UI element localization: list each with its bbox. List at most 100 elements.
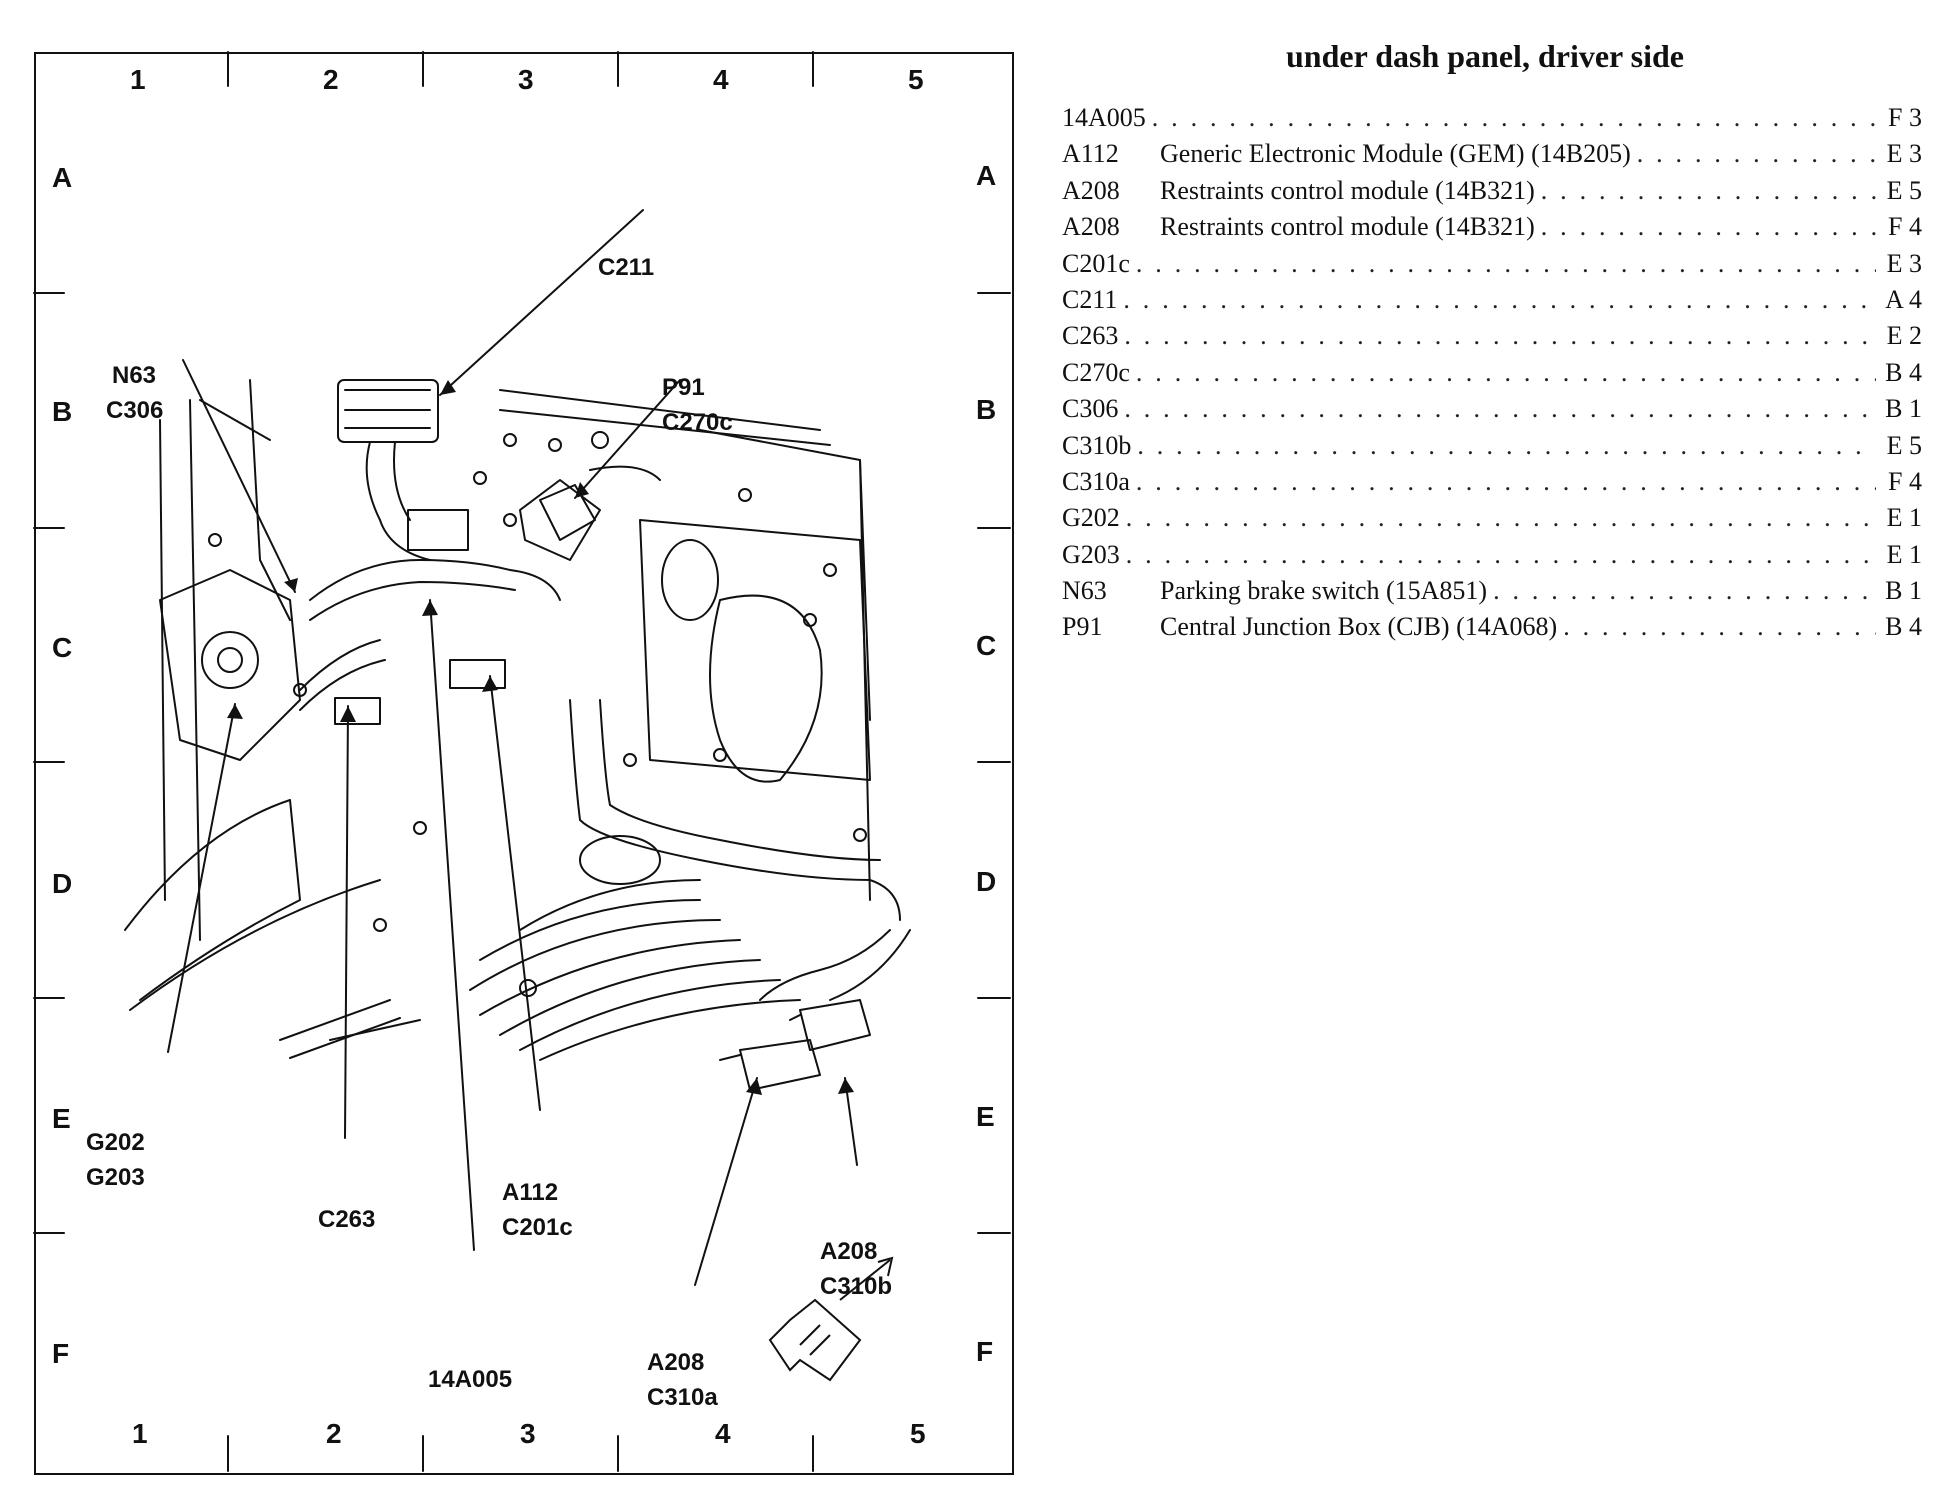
legend-row: A208 Restraints control module (14B321) E …	[1062, 176, 1922, 212]
legend-grid-location: B 4	[1885, 612, 1922, 642]
legend-leader-dots	[1136, 358, 1876, 388]
grid-col-label: 4	[713, 64, 729, 95]
legend-leader-dots	[1124, 321, 1876, 351]
page-title: under dash panel, driver side	[1285, 38, 1684, 74]
grid-col-label: 2	[326, 1418, 342, 1449]
legend-leader-dots	[1563, 612, 1876, 642]
legend-code: C310a	[1062, 466, 1130, 496]
grid-row-label: C	[52, 632, 73, 663]
grid-row-label: F	[52, 1338, 70, 1369]
grid-col-label: 1	[130, 64, 146, 95]
legend-description: Restraints control module (14B321)	[1160, 175, 1535, 205]
legend-grid-location: E 1	[1886, 539, 1922, 569]
legend-row: C211 A 4	[1062, 285, 1922, 321]
legend-code: A208	[1062, 175, 1120, 205]
legend-grid-location: B 1	[1885, 394, 1922, 424]
grid-col-label: 4	[715, 1418, 731, 1449]
legend-code: N63	[1062, 576, 1107, 606]
component-legend: 14A005 F 3 A112 Generic Electronic Module (…	[1062, 103, 1922, 649]
legend-grid-location: B 1	[1885, 576, 1922, 606]
legend-leader-dots	[1137, 431, 1876, 461]
legend-leader-dots	[1126, 540, 1876, 570]
legend-code: G202	[1062, 503, 1120, 533]
legend-row: P91 Central Junction Box (CJB) (14A068) B …	[1062, 612, 1922, 648]
legend-row: 14A005 F 3	[1062, 103, 1922, 139]
legend-leader-dots	[1493, 576, 1876, 606]
legend-grid-location: E 3	[1886, 139, 1922, 169]
callout-14a005: 14A005	[428, 1366, 513, 1393]
legend-row: A112 Generic Electronic Module (GEM) (14B…	[1062, 139, 1922, 175]
grid-col-label: 1	[132, 1418, 148, 1449]
legend-grid-location: F 4	[1888, 212, 1922, 242]
legend-row: C310b E 5	[1062, 431, 1922, 467]
legend-description: Central Junction Box (CJB) (14A068)	[1160, 612, 1558, 642]
legend-grid-location: A 4	[1885, 284, 1922, 314]
legend-code: A112	[1062, 139, 1119, 169]
grid-row-label: F	[976, 1336, 994, 1367]
legend-leader-dots	[1541, 212, 1876, 242]
legend-row: N63 Parking brake switch (15A851) B 1	[1062, 576, 1922, 612]
legend-leader-dots	[1126, 503, 1876, 533]
legend-code: C211	[1062, 284, 1118, 314]
legend-grid-location: E 2	[1886, 321, 1922, 351]
grid-row-label: E	[52, 1103, 71, 1134]
legend-grid-location: F 4	[1888, 466, 1922, 496]
legend-leader-dots	[1637, 139, 1876, 169]
legend-code: G203	[1062, 539, 1120, 569]
legend-code: C270c	[1062, 357, 1130, 387]
grid-col-label: 5	[910, 1418, 926, 1449]
grid-row-label: D	[976, 866, 997, 897]
legend-row: G203 E 1	[1062, 540, 1922, 576]
orientation-arrow-icon	[768, 1256, 894, 1382]
legend-leader-dots	[1123, 285, 1876, 315]
grid-row-label: B	[976, 394, 997, 425]
legend-leader-dots	[1152, 103, 1876, 133]
legend-code: P91	[1062, 612, 1103, 642]
legend-row: C201c E 3	[1062, 249, 1922, 285]
callout-c263: C263	[318, 1206, 376, 1233]
legend-code: C310b	[1062, 430, 1132, 460]
grid-row-label: A	[976, 160, 997, 191]
grid-col-label: 2	[323, 64, 339, 95]
legend-description: Generic Electronic Module (GEM) (14B205)	[1160, 139, 1631, 169]
legend-code: C306	[1062, 394, 1119, 424]
grid-row-label: D	[52, 868, 73, 899]
legend-code: C201c	[1062, 248, 1130, 278]
legend-grid-location: E 5	[1886, 175, 1922, 205]
legend-code: C263	[1062, 321, 1119, 351]
legend-grid-location: E 1	[1886, 503, 1922, 533]
grid-row-label: E	[976, 1101, 995, 1132]
grid-col-label: 5	[908, 64, 924, 95]
grid-col-label: 3	[518, 64, 534, 95]
legend-row: C263 E 2	[1062, 321, 1922, 357]
diagram-frame	[34, 52, 1014, 1475]
legend-leader-dots	[1136, 249, 1876, 279]
grid-row-label: C	[976, 630, 997, 661]
grid-col-label: 3	[520, 1418, 536, 1449]
legend-row: C306 B 1	[1062, 394, 1922, 430]
legend-grid-location: E 5	[1886, 430, 1922, 460]
legend-grid-location: E 3	[1886, 248, 1922, 278]
grid-row-label: A	[52, 162, 73, 193]
legend-leader-dots	[1541, 176, 1876, 206]
legend-grid-location: B 4	[1885, 357, 1922, 387]
legend-leader-dots	[1136, 467, 1876, 497]
legend-code: 14A005	[1062, 103, 1146, 132]
grid-row-label: B	[52, 396, 73, 427]
legend-description: Parking brake switch (15A851)	[1160, 576, 1488, 606]
legend-leader-dots	[1124, 394, 1876, 424]
callout-c211: C211	[598, 254, 655, 281]
legend-row: G202 E 1	[1062, 503, 1922, 539]
legend-row: C310a F 4	[1062, 467, 1922, 503]
legend-grid-location: F 3	[1888, 103, 1922, 132]
legend-row: C270c B 4	[1062, 358, 1922, 394]
legend-description: Restraints control module (14B321)	[1160, 212, 1535, 242]
